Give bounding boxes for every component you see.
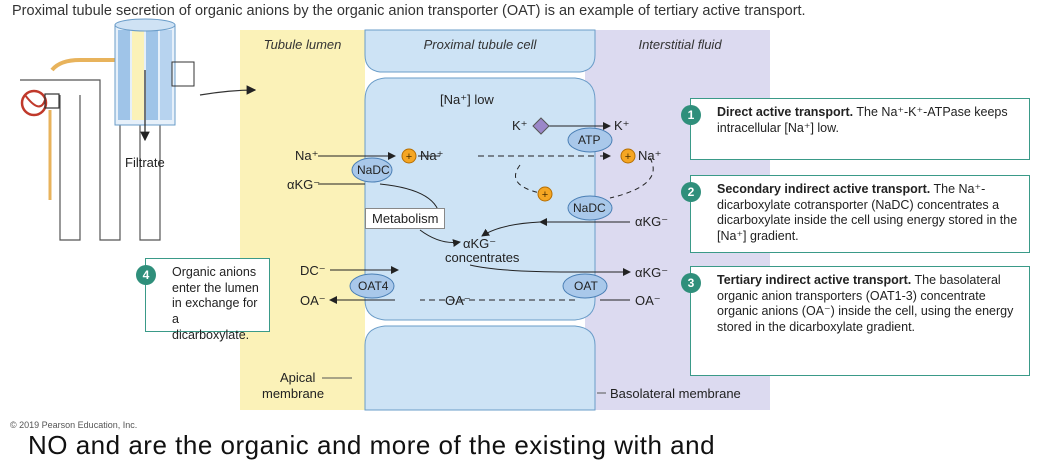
step-1-text: The Na⁺-K⁺-ATPase keeps intracellular [N… [717,105,1008,135]
step-3-text: The basolateral organic anion transporte… [717,273,1014,334]
atp-label: ATP [578,133,601,147]
upper-cell [364,29,596,73]
metabolism-label: Metabolism [365,208,446,229]
akg-lumen-label: αKG⁻ [287,177,321,192]
na-cell-label: Na⁺ [420,148,444,163]
apical-label-2: membrane [262,386,325,401]
oa-lumen-label: OA⁻ [300,293,326,308]
slide-bottom-text: NO and are the organic and more of the e… [28,430,716,460]
step-4-number: 4 [136,265,156,285]
na-low-label: [Na⁺] low [440,92,494,107]
k-in-label: K⁺ [512,118,528,133]
apical-label-1: Apical [280,370,316,385]
oa-cell-label: OA⁻ [445,293,471,308]
na-out-label: Na⁺ [638,148,662,163]
copyright: © 2019 Pearson Education, Inc. [10,420,138,430]
nephron-illustration [20,55,161,241]
step-2-title: Secondary indirect active transport. [717,182,931,196]
filtrate-label: Filtrate [125,155,165,170]
figure-caption: Proximal tubule secretion of organic ani… [12,3,806,19]
step-4-box: 4 Organic anions enter the lumen in exch… [136,258,270,342]
nadc-baso-shape [567,195,613,221]
step-2-box: 2 Secondary indirect active transport. T… [681,175,1030,253]
nadc-baso-label: NaDC [573,201,606,215]
atp-pump [567,127,613,153]
step-2-number: 2 [681,182,701,202]
step-3-number: 3 [681,273,701,293]
step-3-title: Tertiary indirect active transport. [717,273,912,287]
nadc-apical-label: NaDC [357,163,390,177]
oat4-shape [349,273,395,299]
oat4-label: OAT4 [358,279,389,293]
lumen-region [240,30,365,410]
dc-lumen-label: DC⁻ [300,263,326,278]
k-out-label: K⁺ [614,118,630,133]
cell-title: Proximal tubule cell [423,37,537,52]
transport-diagram: + + + [20,18,770,411]
step-1-box: 1 Direct active transport. The Na⁺-K⁺-AT… [681,98,1030,160]
lower-cell [364,325,596,411]
akg-conc-label: αKG⁻ [463,236,497,251]
tubule-cylinder-illustration [114,18,257,142]
basolateral-label: Basolateral membrane [610,386,741,401]
step-1-number: 1 [681,105,701,125]
step-1-title: Direct active transport. [717,105,854,119]
step-2-text: The Na⁺-dicarboxylate cotransporter (NaD… [717,182,1018,243]
nadc-apical-shape [351,157,393,183]
na-lumen-label: Na⁺ [295,148,319,163]
svg-text:+: + [625,151,631,163]
svg-text:+: + [406,151,412,163]
oat-label: OAT [574,279,598,293]
lumen-title: Tubule lumen [263,37,342,52]
akg-inter2-label: αKG⁻ [635,265,669,280]
oat-shape [562,273,608,299]
step-3-box: 3 Tertiary indirect active transport. Th… [681,266,1030,376]
concentrates-label: concentrates [445,250,520,265]
interstitial-title: Interstitial fluid [638,37,722,52]
akg-inter-label: αKG⁻ [635,214,669,229]
step-4-text: Organic anions enter the lumen in exchan… [172,265,259,342]
svg-text:+: + [542,189,548,201]
proximal-tubule-cell [364,77,596,321]
oa-inter-label: OA⁻ [635,293,661,308]
